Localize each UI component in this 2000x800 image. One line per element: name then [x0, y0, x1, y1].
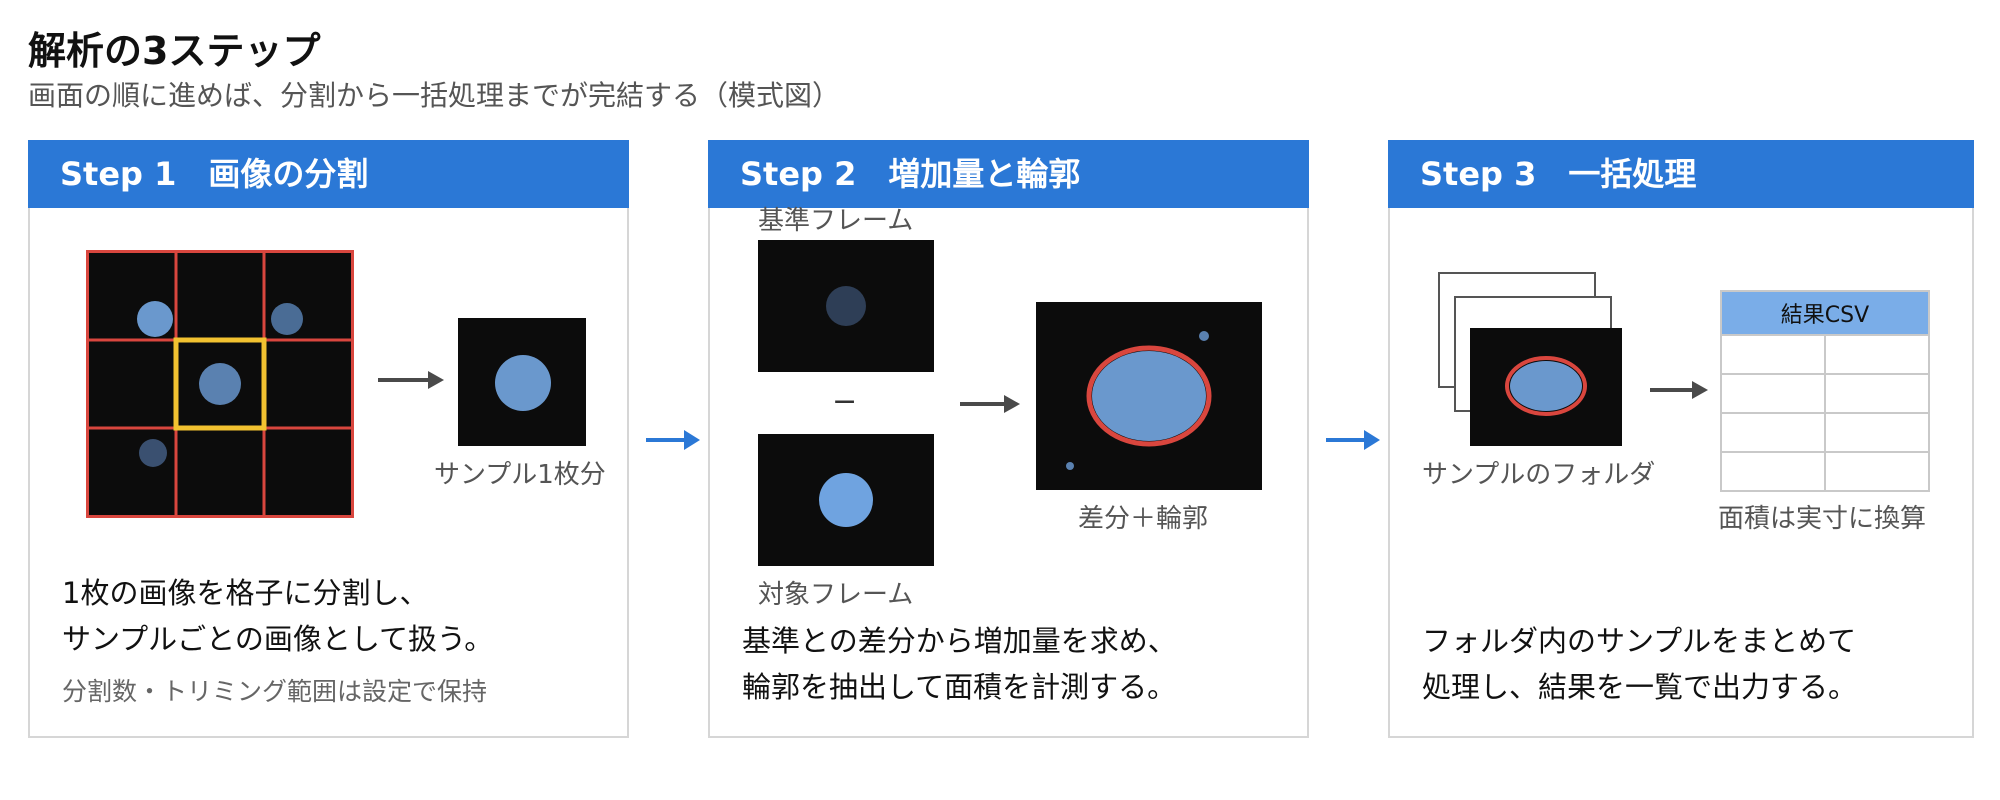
minus-sign: −: [832, 384, 858, 419]
step-2-description-line-1: 基準との差分から増加量を求め、: [742, 624, 1177, 658]
reference-frame-label: 基準フレーム: [758, 206, 914, 236]
right-arrow-icon: [960, 395, 1020, 413]
blue-right-arrow-icon: [1326, 430, 1380, 450]
sample-label: サンプル1枚分: [434, 460, 606, 490]
step-3-description-line-1: フォルダ内のサンプルをまとめて: [1422, 624, 1857, 658]
csv-header: 結果CSV: [1720, 290, 1930, 336]
target-frame-image: [758, 434, 934, 566]
csv-note-label: 面積は実寸に換算: [1718, 504, 1927, 534]
sample-blob: [495, 355, 551, 411]
folder-sample-image: [1470, 328, 1622, 446]
sample-blob: [137, 301, 173, 337]
sample-blob: [819, 473, 873, 527]
difference-contour-image: [1036, 302, 1262, 490]
table-row: [1720, 373, 1931, 414]
step-3-heading: Step 3 一括処理: [1388, 140, 1974, 208]
contour-ellipse: [1505, 356, 1587, 416]
right-arrow-icon: [378, 371, 444, 389]
grid-image: [86, 250, 354, 518]
step-2-panel: Step 2 増加量と輪郭 基準フレーム − 対象フレーム 差分＋輪郭 基準との…: [708, 140, 1309, 738]
single-sample-image: [458, 318, 586, 446]
step-1-panel: Step 1 画像の分割 サンプル1枚分 1枚の画像を格子に分割し、 サンプルご…: [28, 140, 629, 738]
sample-blob: [826, 286, 866, 326]
difference-contour-label: 差分＋輪郭: [1078, 504, 1209, 534]
step-1-heading: Step 1 画像の分割: [28, 140, 629, 208]
step-1-note: 分割数・トリミング範囲は設定で保持: [62, 677, 488, 706]
right-arrow-icon: [1650, 381, 1708, 399]
table-row: [1720, 451, 1931, 492]
results-csv-table: 結果CSV: [1720, 290, 1931, 492]
sample-blob: [199, 363, 241, 405]
contour-ellipse: [1066, 331, 1212, 470]
step-3-description-line-2: 処理し、結果を一覧で出力する。: [1422, 670, 1858, 704]
step-1-description-line-2: サンプルごとの画像として扱う。: [62, 622, 494, 656]
sample-blob: [271, 303, 303, 335]
blue-right-arrow-icon: [646, 430, 700, 450]
page-subtitle: 画面の順に進めば、分割から一括処理までが完結する（模式図）: [28, 79, 841, 112]
grid-lines: [89, 253, 351, 515]
page-title: 解析の3ステップ: [28, 29, 321, 73]
sample-blob: [139, 439, 167, 467]
folder-label: サンプルのフォルダ: [1422, 460, 1656, 490]
target-frame-label: 対象フレーム: [758, 580, 914, 610]
table-row: [1720, 334, 1931, 375]
table-row: [1720, 412, 1931, 453]
selected-cell-highlight: [173, 337, 267, 431]
step-1-description-line-1: 1枚の画像を格子に分割し、: [62, 576, 429, 610]
step-2-description-line-2: 輪郭を抽出して面積を計測する。: [742, 670, 1177, 704]
step-2-heading: Step 2 増加量と輪郭: [708, 140, 1309, 208]
reference-frame-image: [758, 240, 934, 372]
